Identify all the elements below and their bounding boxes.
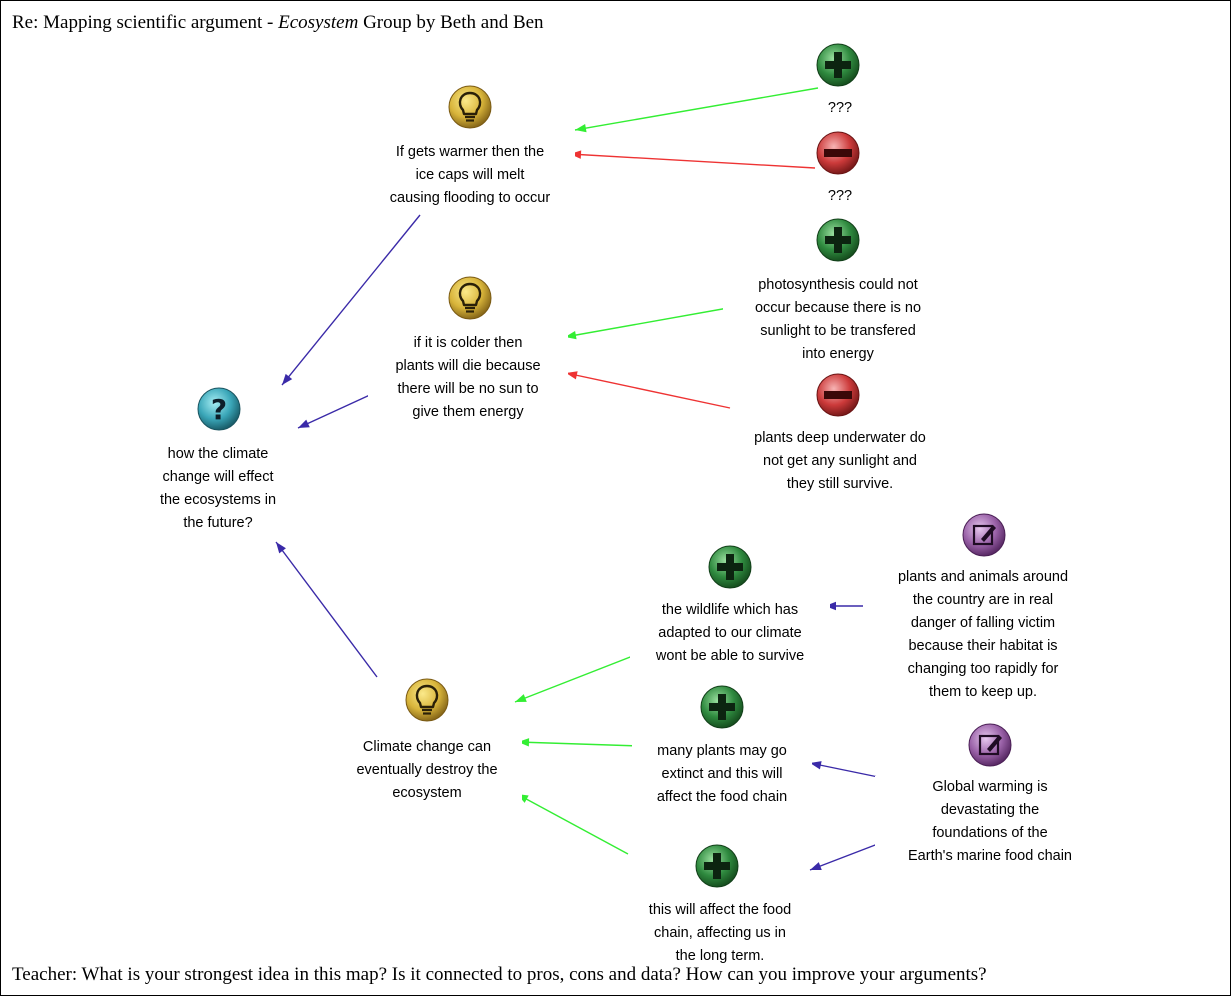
node-label-question[interactable]: how the climate change will effect the eco…	[133, 443, 303, 535]
node-label-line: occur because there is no	[754, 300, 922, 316]
node-label-line: adapted to our climate	[658, 624, 802, 641]
node-label-idea-warmer[interactable]: If gets warmer then the ice caps will mel…	[365, 140, 575, 210]
node-label-line: wont be able to survive	[655, 647, 805, 664]
lightbulb-icon[interactable]	[405, 678, 449, 722]
links-layer	[275, 87, 884, 871]
node-label-note-habitat[interactable]: plants and animals around the country are…	[863, 566, 1103, 704]
node-label-pro-food-chain[interactable]: this will affect the food chain, affectin…	[620, 898, 820, 968]
node-label-line: plants and animals around	[897, 569, 1069, 585]
node-label-line: how the climate	[167, 446, 269, 462]
link-opposes-con_unknown-to-idea_warmer	[569, 150, 816, 169]
node-label-line: many plants may go	[657, 742, 787, 759]
link-opposes-con_underwater-to-idea_colder	[565, 371, 731, 409]
link-links-note_global_warming-to-pro_plants_extinct	[809, 761, 884, 779]
node-label-line: ???	[827, 99, 853, 116]
node-label-line: into energy	[802, 346, 874, 362]
node-label-line: affect the food chain	[656, 788, 788, 805]
node-label-line: plants will die because	[395, 358, 541, 374]
node-label-line: chain, affecting us in	[654, 924, 786, 941]
node-label-line: sunlight to be transfered	[760, 323, 916, 339]
title-suffix: Group by Beth and Ben	[358, 12, 544, 33]
title-prefix: Re: Mapping scientific argument -	[12, 12, 279, 33]
node-label-line: give them energy	[412, 404, 524, 420]
node-label-line: photosynthesis could not	[758, 277, 918, 293]
node-label-line: plants deep underwater do	[754, 429, 926, 446]
node-label-line: not get any sunlight and	[763, 452, 917, 469]
node-label-con-underwater[interactable]: plants deep underwater do not get any sun…	[725, 426, 955, 496]
node-label-note-global-warming[interactable]: Global warming is devastating the foundati…	[875, 776, 1105, 868]
node-label-idea-destroy[interactable]: Climate change can eventually destroy the…	[332, 735, 522, 805]
plus-icon[interactable]	[816, 218, 860, 262]
plus-icon[interactable]	[816, 43, 860, 87]
note-icon[interactable]	[962, 513, 1006, 557]
node-label-line: they still survive.	[786, 475, 894, 492]
node-label-pro-photosynthesis[interactable]: photosynthesis could not occur because th…	[723, 274, 953, 366]
link-links-note_global_warming-to-pro_food_chain	[809, 841, 884, 871]
node-label-line: if it is colder then	[413, 335, 523, 351]
group-name: Ecosystem	[278, 12, 359, 33]
svg-text:?: ?	[211, 393, 227, 426]
node-label-pro-plants-extinct[interactable]: many plants may go extinct and this will a…	[632, 739, 812, 809]
node-label-line: Climate change can	[362, 738, 492, 755]
teacher-prompt: Teacher: What is your strongest idea in …	[12, 964, 987, 985]
node-label-line: causing flooding to occur	[389, 189, 551, 206]
node-label-pro-wildlife[interactable]: the wildlife which has adapted to our cli…	[630, 598, 830, 668]
node-label-line: the future?	[183, 515, 253, 531]
node-label-line: because their habitat is	[908, 638, 1058, 654]
link-links-idea_destroy-to-question	[275, 541, 378, 678]
node-label-line: there will be no sun to	[397, 381, 539, 397]
node-label-line: danger of falling victim	[910, 615, 1056, 631]
node-label-line: foundations of the	[932, 825, 1048, 841]
lightbulb-icon[interactable]	[448, 276, 492, 320]
plus-icon[interactable]	[700, 685, 744, 729]
page-title: Re: Mapping scientific argument - Ecosys…	[12, 12, 544, 34]
node-label-line: Earth's marine food chain	[908, 848, 1072, 864]
link-supports-pro_unknown-to-idea_warmer	[574, 87, 819, 133]
node-label-line: eventually destroy the	[356, 761, 498, 778]
link-supports-pro_plants_extinct-to-idea_destroy	[517, 738, 641, 747]
node-label-line: them to keep up.	[928, 684, 1037, 700]
minus-icon[interactable]	[816, 373, 860, 417]
node-label-line: extinct and this will	[661, 765, 783, 782]
link-supports-pro_photosynthesis-to-idea_colder	[564, 307, 729, 340]
node-label-line: the wildlife which has	[661, 601, 799, 618]
link-supports-pro_food_chain-to-idea_destroy	[516, 793, 629, 855]
node-label-line: the country are in real	[912, 592, 1054, 608]
node-label-line: the ecosystems in	[159, 492, 277, 508]
plus-icon[interactable]	[695, 844, 739, 888]
node-label-line: this will affect the food	[648, 901, 792, 918]
node-label-line: Global warming is	[932, 779, 1048, 795]
node-label-line: devastating the	[940, 802, 1040, 818]
node-label-line: ecosystem	[392, 784, 462, 801]
lightbulb-icon[interactable]	[448, 85, 492, 129]
plus-icon[interactable]	[708, 545, 752, 589]
link-supports-pro_wildlife-to-idea_destroy	[514, 649, 649, 703]
node-label-line: changing too rapidly for	[907, 661, 1059, 677]
link-links-idea_colder-to-question	[297, 393, 373, 429]
node-label-con-unknown[interactable]: ???	[810, 184, 870, 208]
question-icon[interactable]: ?	[197, 387, 241, 431]
node-label-pro-unknown[interactable]: ???	[810, 96, 870, 120]
node-label-idea-colder[interactable]: if it is colder then plants will die beca…	[368, 332, 568, 424]
node-label-line: If gets warmer then the	[395, 143, 545, 160]
link-links-idea_warmer-to-question	[281, 214, 421, 386]
minus-icon[interactable]	[816, 131, 860, 175]
node-label-line: ice caps will melt	[415, 166, 525, 183]
node-label-line: change will effect	[162, 469, 274, 485]
note-icon[interactable]	[968, 723, 1012, 767]
node-label-line: the long term.	[675, 947, 765, 964]
node-label-line: ???	[827, 187, 853, 204]
